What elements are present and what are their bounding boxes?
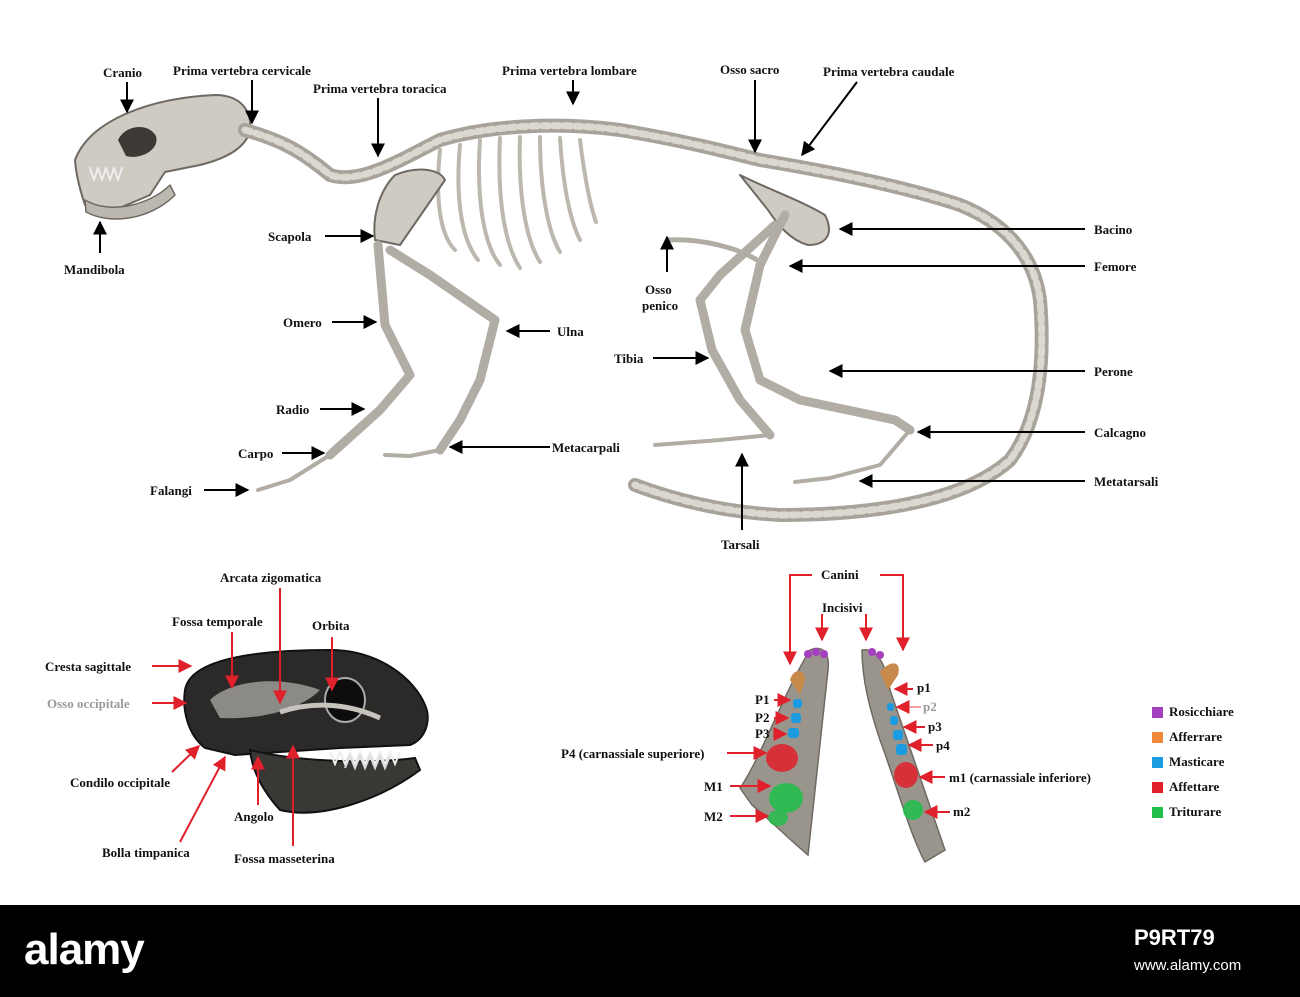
skeleton-scapula xyxy=(373,168,446,246)
label-prima-vertebra-toracica: Prima vertebra toracica xyxy=(313,81,447,96)
arrow-condilo-occipitale xyxy=(171,745,201,773)
label-angolo: Angolo xyxy=(234,809,274,824)
legend-swatch xyxy=(1152,731,1163,743)
label-metacarpali: Metacarpali xyxy=(552,440,620,455)
skull-highlight xyxy=(210,681,320,719)
lower-jaw-drawing xyxy=(861,648,946,864)
skull-mandible xyxy=(248,748,422,814)
label-radio: Radio xyxy=(276,402,310,417)
skeleton-drawing xyxy=(74,94,1049,522)
legend-item: Triturare xyxy=(1152,804,1221,820)
label-falangi: Falangi xyxy=(150,483,192,498)
legend-label: Masticare xyxy=(1169,754,1225,769)
label-p1: p1 xyxy=(917,680,931,695)
label-P1: P1 xyxy=(755,692,770,707)
label-M2: M2 xyxy=(704,809,723,824)
label-incisivi: Incisivi xyxy=(822,600,863,615)
label-osso-penico-line1: Osso xyxy=(645,282,672,297)
label-prima-vertebra-caudale: Prima vertebra caudale xyxy=(823,64,955,79)
skeleton-arrows xyxy=(93,80,1085,530)
label-arcata-zigomatica: Arcata zigomatica xyxy=(220,570,322,585)
label-cranio: Cranio xyxy=(103,65,142,80)
label-calcagno: Calcagno xyxy=(1094,425,1146,440)
illustration-layer xyxy=(74,80,1085,864)
legend-item: Masticare xyxy=(1152,754,1224,770)
label-p2: p2 xyxy=(923,699,937,714)
label-p4: p4 xyxy=(936,738,950,753)
site-url: www.alamy.com xyxy=(1134,957,1242,974)
label-bacino: Bacino xyxy=(1094,222,1133,237)
label-ulna: Ulna xyxy=(557,324,584,339)
diagram-canvas: Cranio Prima vertebra cervicale Prima ve… xyxy=(45,62,1234,866)
dentition-arrows xyxy=(727,574,950,823)
label-fossa-temporale: Fossa temporale xyxy=(172,614,263,629)
label-osso-penico-line2: penico xyxy=(642,298,679,313)
skeleton-pelvis xyxy=(739,174,830,246)
skull-arrows xyxy=(152,588,339,846)
label-m1: m1 (carnassiale inferiore) xyxy=(949,770,1091,785)
label-perone: Perone xyxy=(1094,364,1133,379)
label-orbita: Orbita xyxy=(312,618,350,633)
brand-logo: alamy xyxy=(24,925,145,974)
label-P4: P4 (carnassiale superiore) xyxy=(561,746,705,761)
skull-cranium xyxy=(183,648,429,757)
skeleton-front-paws xyxy=(256,448,442,492)
label-tibia: Tibia xyxy=(614,351,644,366)
skull-zygomatic-arch xyxy=(279,702,382,721)
arrow-prima-vertebra-caudale xyxy=(801,81,858,157)
skeleton-ribs xyxy=(436,135,598,270)
arrow-canini-left xyxy=(783,574,812,666)
label-metatarsali: Metatarsali xyxy=(1094,474,1159,489)
legend-item: Afferrare xyxy=(1152,729,1222,745)
label-carpo: Carpo xyxy=(238,446,274,461)
label-mandibola: Mandibola xyxy=(64,262,125,277)
label-tarsali: Tarsali xyxy=(721,537,760,552)
label-m2: m2 xyxy=(953,804,971,819)
label-bolla-timpanica: Bolla timpanica xyxy=(102,845,190,860)
label-p3: p3 xyxy=(928,719,942,734)
legend-label: Affettare xyxy=(1169,779,1220,794)
skeleton-baculum xyxy=(665,237,763,265)
label-prima-vertebra-cervicale: Prima vertebra cervicale xyxy=(173,63,311,78)
label-fossa-masseterina: Fossa masseterina xyxy=(234,851,335,866)
label-osso-occipitale: Osso occipitale xyxy=(47,696,130,711)
skeleton-spine xyxy=(238,118,1049,522)
label-cresta-sagittale: Cresta sagittale xyxy=(45,659,132,674)
skeleton-front-legs xyxy=(325,240,500,460)
label-scapola: Scapola xyxy=(268,229,312,244)
legend-swatch xyxy=(1152,706,1163,718)
skeleton-hind-paws xyxy=(653,428,912,484)
label-canini: Canini xyxy=(821,567,859,582)
skeleton-orbit xyxy=(118,126,157,157)
arrow-bolla-timpanica xyxy=(179,755,226,843)
label-omero: Omero xyxy=(283,315,322,330)
label-osso-sacro: Osso sacro xyxy=(720,62,780,77)
legend-item: Rosicchiare xyxy=(1152,704,1234,720)
upper-jaw-drawing xyxy=(739,647,830,857)
label-prima-vertebra-lombare: Prima vertebra lombare xyxy=(502,63,637,78)
footer-bar: alamy P9RT79 www.alamy.com xyxy=(0,905,1300,997)
skull-drawing xyxy=(183,648,429,814)
legend-label: Afferrare xyxy=(1169,729,1223,744)
legend-label: Rosicchiare xyxy=(1169,704,1234,719)
label-condilo-occipitale: Condilo occipitale xyxy=(70,775,171,790)
legend-swatch xyxy=(1152,756,1163,768)
skeleton-hind-legs xyxy=(695,210,915,440)
legend-item: Affettare xyxy=(1152,779,1219,795)
arrow-canini-right xyxy=(880,574,910,652)
legend-label: Triturare xyxy=(1169,804,1222,819)
image-code: P9RT79 xyxy=(1134,925,1215,950)
skeleton-jaw xyxy=(84,184,176,220)
label-femore: Femore xyxy=(1094,259,1137,274)
label-M1: M1 xyxy=(704,779,723,794)
label-P2: P2 xyxy=(755,710,770,725)
label-P3: P3 xyxy=(755,726,770,741)
legend-swatch xyxy=(1152,781,1163,793)
legend-swatch xyxy=(1152,806,1163,818)
